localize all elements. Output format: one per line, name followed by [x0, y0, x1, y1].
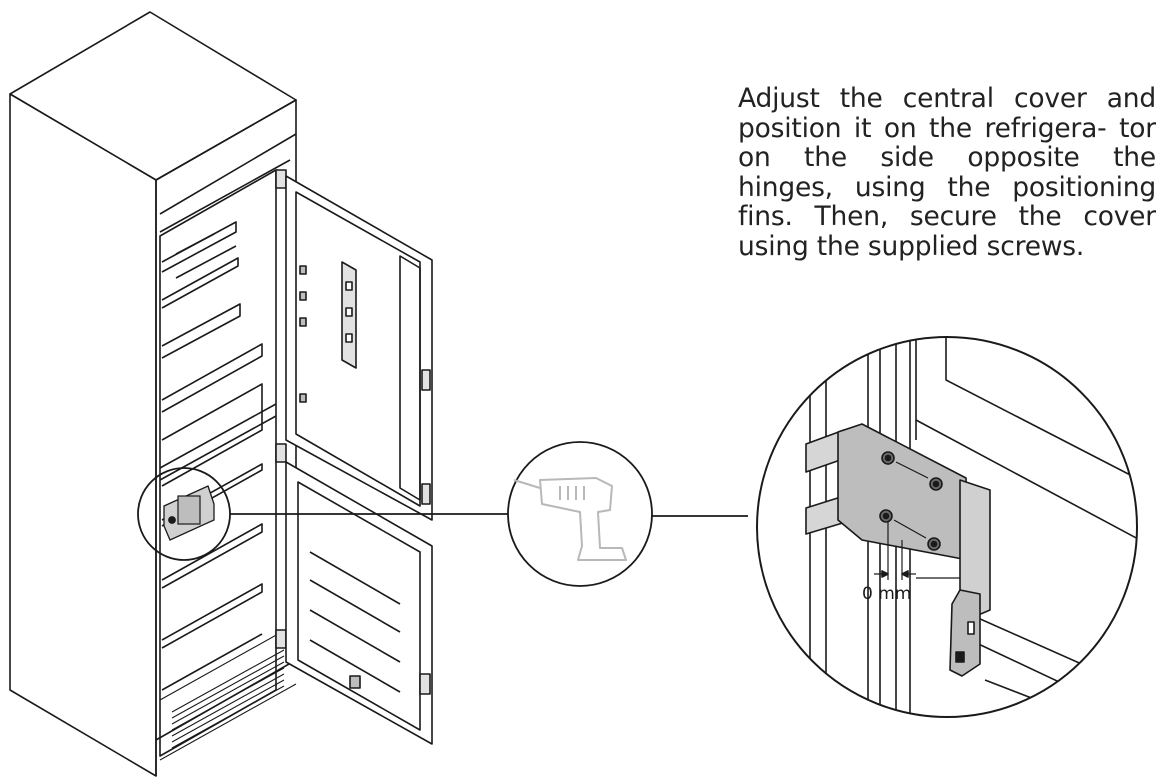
detail-view: 0 mm [756, 336, 1138, 718]
upper-shelves [161, 221, 263, 487]
lower-door [285, 461, 433, 745]
cordless-drill-icon [513, 477, 627, 561]
gap-dimension-label: 0 mm [862, 584, 911, 604]
screws [879, 451, 943, 551]
positioning-fin-tab [949, 589, 981, 677]
instruction-text: Adjust the central cover and position it… [738, 83, 1156, 262]
cabinet-with-refrigerator [9, 11, 297, 777]
highlight-circle [137, 467, 231, 561]
ventilation-grille [159, 623, 297, 761]
tool-circle [507, 441, 653, 587]
cabinet-side-panel [9, 93, 157, 777]
upper-door [285, 175, 433, 521]
